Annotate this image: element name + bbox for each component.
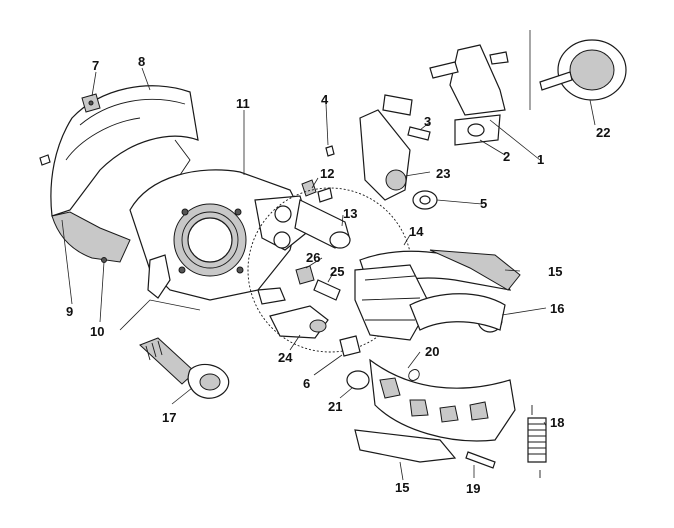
bolt-small-left xyxy=(39,154,51,166)
anchor-plate xyxy=(129,169,311,301)
callout-10: 10 xyxy=(90,324,104,339)
pin-part-10 xyxy=(101,257,107,263)
bolt-part-19 xyxy=(465,451,496,469)
callout-8: 8 xyxy=(138,54,145,69)
brake-shoe-upper xyxy=(354,249,521,341)
callout-15-lower: 15 xyxy=(395,480,409,495)
callout-20: 20 xyxy=(425,344,439,359)
callout-23: 23 xyxy=(436,166,450,181)
bolts-3-4 xyxy=(325,126,431,157)
return-spring-and-roller xyxy=(346,369,420,390)
callout-15-upper: 15 xyxy=(548,264,562,279)
callout-17: 17 xyxy=(162,410,176,425)
roller-pin xyxy=(339,335,361,357)
camshaft xyxy=(139,337,230,399)
callout-1: 1 xyxy=(537,152,544,167)
callout-4: 4 xyxy=(321,92,329,107)
callout-19: 19 xyxy=(466,481,480,496)
slack-adjuster xyxy=(359,94,413,201)
callout-7: 7 xyxy=(92,58,99,73)
callout-25: 25 xyxy=(330,264,344,279)
callout-21: 21 xyxy=(328,399,342,414)
callout-9: 9 xyxy=(66,304,73,319)
roller-retainer xyxy=(257,287,329,339)
callout-11: 11 xyxy=(236,96,250,111)
callout-16: 16 xyxy=(550,301,564,316)
clip-part-7 xyxy=(81,93,101,113)
callout-3: 3 xyxy=(424,114,431,129)
callout-12: 12 xyxy=(320,166,334,181)
bushing-assembly xyxy=(294,179,351,249)
callout-26: 26 xyxy=(306,250,320,265)
callout-18: 18 xyxy=(550,415,564,430)
callout-14: 14 xyxy=(409,224,424,239)
brake-shoe-lower xyxy=(354,358,516,463)
brake-chamber xyxy=(539,39,627,101)
callout-2: 2 xyxy=(503,149,510,164)
callout-22: 22 xyxy=(596,125,610,140)
callout-5: 5 xyxy=(480,196,487,211)
spring-parts xyxy=(295,265,341,301)
callout-6: 6 xyxy=(303,376,310,391)
spring-part-18 xyxy=(527,405,547,478)
leader-lines xyxy=(61,30,596,481)
chamber-bracket xyxy=(429,44,509,146)
washer-part-5 xyxy=(412,190,438,210)
callout-13: 13 xyxy=(343,206,357,221)
callout-24: 24 xyxy=(278,350,293,365)
dust-shield xyxy=(50,85,199,263)
